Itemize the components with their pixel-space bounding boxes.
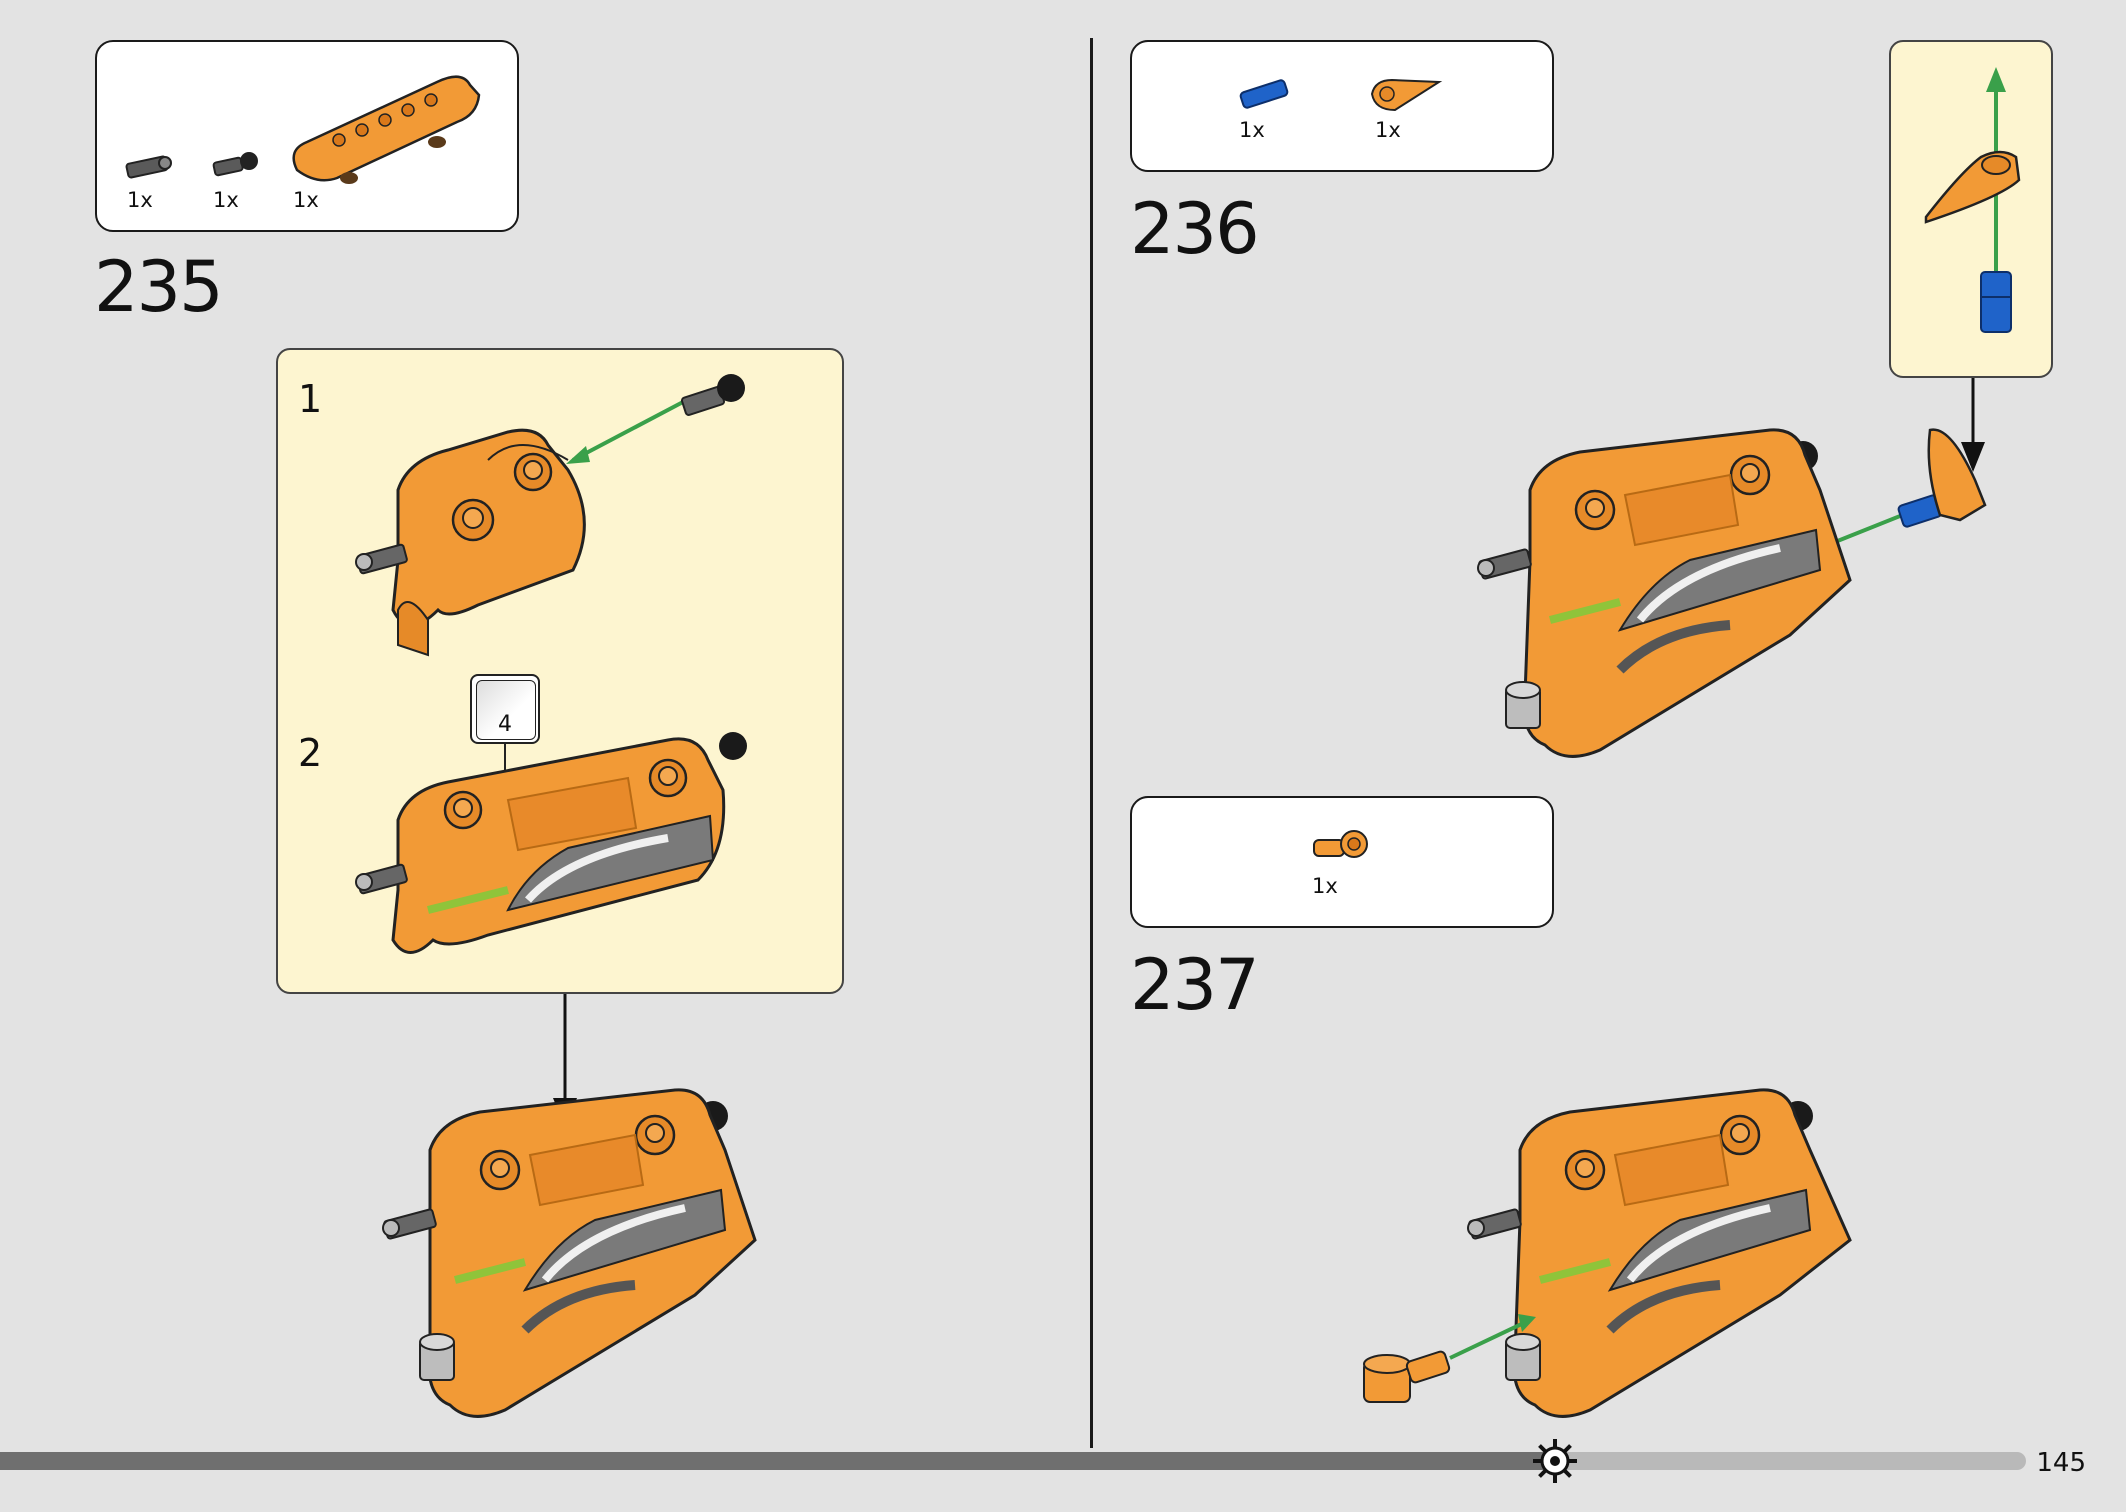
- substep-number: 2: [298, 731, 323, 775]
- orange-panel-part-icon: [292, 75, 481, 184]
- progress-bar: [0, 1452, 2026, 1470]
- part-qty: 1x: [1312, 874, 1338, 898]
- part-qty: 1x: [213, 188, 239, 212]
- substep-2-model: [355, 732, 747, 954]
- page-number: 145: [2036, 1448, 2086, 1478]
- orange-connector-icon: [1313, 830, 1368, 858]
- progress-fill: [0, 1452, 1556, 1470]
- assembly-detail: [1924, 67, 2021, 333]
- blue-axle-pin-icon: [1239, 79, 1289, 109]
- part-qty: 1x: [1239, 118, 1265, 142]
- step-number: 237: [1130, 944, 1260, 1026]
- step-236-result-model: [1477, 428, 1987, 758]
- step-number: 235: [94, 246, 224, 328]
- substep-number: 1: [298, 377, 323, 421]
- ball-pin-gray-icon: [212, 152, 258, 177]
- progress-track: [1556, 1452, 2026, 1470]
- sticker-callout: 4: [470, 674, 540, 744]
- step-number: 236: [1130, 188, 1260, 270]
- orange-cone-piece-icon: [1370, 78, 1443, 112]
- step-235-result-model: [382, 1088, 757, 1418]
- sticker-number: 4: [498, 712, 512, 737]
- callout-down-arrow: [1961, 378, 1985, 472]
- step-237-result-model: [1363, 1088, 1852, 1418]
- step-235-parts-list: 1x 1x 1x: [95, 40, 519, 232]
- gear-icon: [1533, 1439, 1577, 1483]
- part-qty: 1x: [127, 188, 153, 212]
- part-qty: 1x: [1375, 118, 1401, 142]
- detail-callout: [1889, 40, 2053, 378]
- axle-pin-gray-icon: [125, 155, 172, 179]
- part-qty: 1x: [293, 188, 319, 212]
- sub-assembly-callout: 1 2 4: [276, 348, 844, 994]
- page-divider: [1090, 38, 1093, 1448]
- step-236-parts-list: 1x 1x: [1130, 40, 1554, 172]
- substep-1-model: [355, 374, 745, 657]
- step-237-parts-list: 1x: [1130, 796, 1554, 928]
